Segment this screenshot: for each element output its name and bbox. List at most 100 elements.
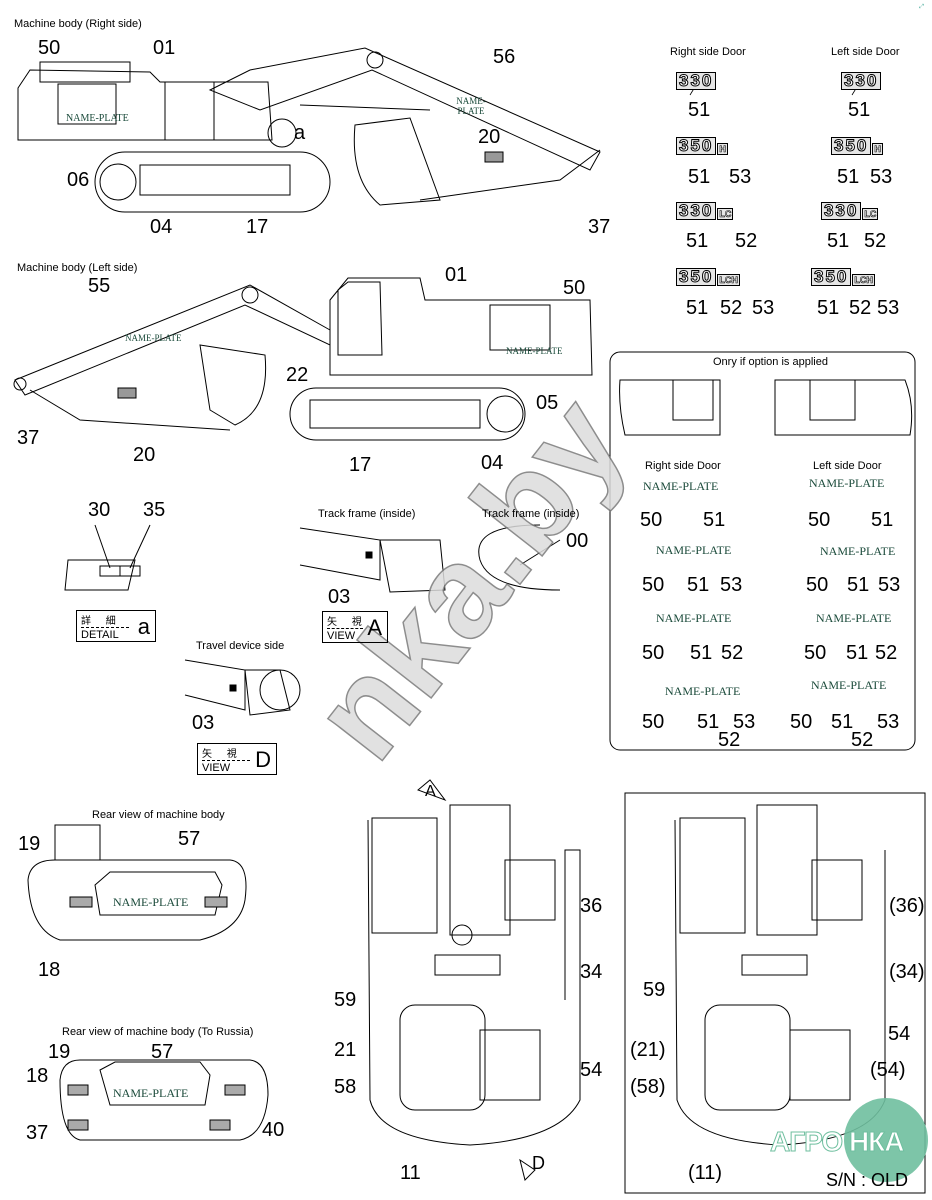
- callout: 17: [246, 216, 269, 238]
- callout: 50: [642, 574, 665, 596]
- nameplate: NAME-PLATE: [656, 543, 732, 557]
- callout: 36: [580, 895, 603, 917]
- plan-view-drawing: [367, 779, 581, 1181]
- nameplate: NAME-PLATE: [506, 346, 563, 356]
- callout: 05: [536, 392, 559, 414]
- callout: 54: [580, 1059, 603, 1081]
- callout: 51: [837, 166, 860, 188]
- view-a-title: Track frame (inside): [318, 508, 416, 520]
- callout: 53: [877, 711, 900, 733]
- view-d-label: 矢 視 VIEW D: [197, 743, 277, 775]
- callout: 51: [817, 297, 840, 319]
- callout: 55: [88, 275, 111, 297]
- callout: 50: [806, 574, 829, 596]
- callout: 19: [48, 1041, 71, 1063]
- callout: 50: [642, 642, 665, 664]
- right-side-title: Machine body (Right side): [14, 18, 142, 30]
- view-a-title-2: Track frame (inside): [482, 508, 580, 520]
- excavator-right-side-drawing: [17, 47, 601, 213]
- callout: 40: [262, 1119, 285, 1141]
- callout: 00: [566, 530, 589, 552]
- view-arrow-a: A: [425, 783, 436, 800]
- decal-model: 350: [676, 268, 717, 286]
- nameplate: NAME-PLATE: [456, 96, 486, 116]
- callout: 58: [334, 1076, 357, 1098]
- callout: 51: [827, 230, 850, 252]
- callout: 51: [686, 297, 709, 319]
- detail-label: DETAIL: [81, 627, 129, 641]
- decal-suffix: LCH: [717, 274, 740, 286]
- callout: 51: [688, 99, 711, 121]
- decal-model: 330: [676, 202, 717, 220]
- nameplate: NAME-PLATE: [66, 113, 129, 124]
- callout: 52: [851, 729, 874, 751]
- view-letter: D: [255, 747, 271, 772]
- nameplate: NAME-PLATE: [809, 476, 885, 490]
- agronka-logo-text: АГРО НКА: [770, 1126, 905, 1158]
- callout: 52: [718, 729, 741, 751]
- callout: (34): [889, 961, 925, 983]
- callout: 51: [846, 642, 869, 664]
- callout: 35: [143, 499, 166, 521]
- decal-suffix: LC: [862, 208, 879, 220]
- view-jp: 矢 視: [202, 749, 243, 760]
- detail-a-label: 詳 細 DETAIL a: [76, 610, 156, 642]
- callout: 53: [733, 711, 756, 733]
- option-left-title: Left side Door: [813, 460, 882, 472]
- callout: (36): [889, 895, 925, 917]
- agronka-logo-circle: [844, 1098, 928, 1182]
- callout: 57: [151, 1041, 174, 1063]
- callout: 30: [88, 499, 111, 521]
- callout: 18: [26, 1065, 49, 1087]
- decal-suffix: LCH: [852, 274, 875, 286]
- detail-jp: 詳 細: [81, 616, 122, 627]
- callout: 50: [642, 711, 665, 733]
- callout: 51: [847, 574, 870, 596]
- callout: 51: [687, 574, 710, 596]
- callout: 52: [864, 230, 887, 252]
- callout: 57: [178, 828, 201, 850]
- decal-model: 330: [821, 202, 862, 220]
- callout: 06: [67, 169, 90, 191]
- serial-number-label: S/N : OLD: [826, 1170, 909, 1190]
- excavator-left-side-drawing: [13, 277, 593, 441]
- view-a-label: 矢 視 VIEW A: [322, 611, 388, 643]
- callout: 53: [870, 166, 893, 188]
- nameplate: NAME-PLATE: [113, 895, 189, 909]
- nameplate: NAME-PLATE: [656, 611, 732, 625]
- callout: (21): [630, 1039, 666, 1061]
- callout: 56: [493, 46, 516, 68]
- callout: 52: [721, 642, 744, 664]
- nameplate: NAME-PLATE: [816, 611, 892, 625]
- callout: 37: [17, 427, 40, 449]
- option-box-frame: [609, 351, 916, 751]
- callout: 50: [790, 711, 813, 733]
- view-label: VIEW: [202, 760, 250, 774]
- nameplate: NAME-PLATE: [125, 333, 182, 343]
- decal-model: 350: [811, 268, 852, 286]
- callout: 22: [286, 364, 309, 386]
- callout: 34: [580, 961, 603, 983]
- callout: 52: [849, 297, 872, 319]
- callout: 51: [690, 642, 713, 664]
- view-arrow-d: D: [532, 1153, 545, 1173]
- callout: 20: [478, 126, 501, 148]
- decal-suffix: LC: [717, 208, 734, 220]
- rear-view-title: Rear view of machine body: [92, 809, 225, 821]
- decal-right-title: Right side Door: [670, 46, 746, 58]
- callout: 52: [735, 230, 758, 252]
- option-title: Onry if option is applied: [710, 356, 831, 368]
- option-right-title: Right side Door: [645, 460, 721, 472]
- view-d-title: Travel device side: [196, 640, 285, 652]
- callout: 51: [686, 230, 709, 252]
- callout: 51: [871, 509, 894, 531]
- callout: 51: [688, 166, 711, 188]
- callout: 50: [38, 37, 61, 59]
- callout: (11): [688, 1162, 723, 1184]
- callout: (58): [630, 1076, 666, 1098]
- callout: 37: [588, 216, 611, 238]
- callout: 11: [400, 1162, 421, 1184]
